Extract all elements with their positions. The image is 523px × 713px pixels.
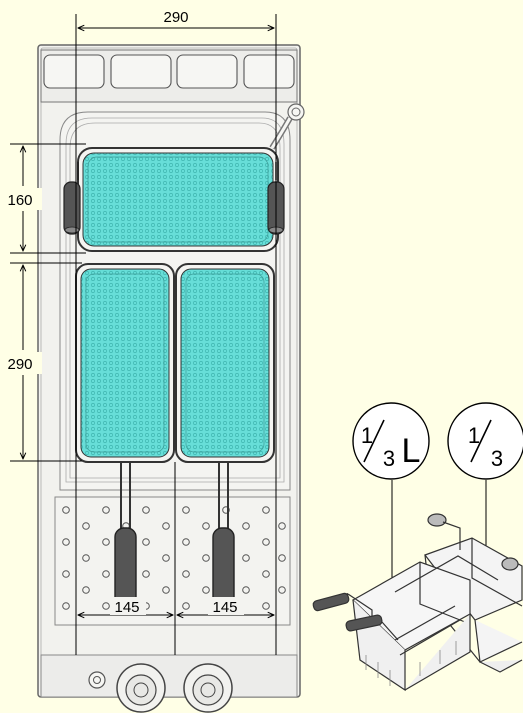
perforation-hole	[62, 538, 70, 546]
callout-numerator: 1	[361, 423, 373, 448]
perforation-hole	[82, 586, 90, 594]
perforation-hole	[142, 570, 150, 578]
perforation-hole	[82, 522, 90, 530]
front-perforated-panel	[54, 496, 291, 626]
basket-handle-left	[114, 462, 137, 611]
top-panel	[40, 49, 298, 103]
dimension-bottom-widths: 145 145	[75, 462, 277, 655]
perforation-hole	[262, 570, 270, 578]
callout-denominator: 3	[383, 446, 395, 471]
callout-small-third: 1 3	[447, 402, 523, 555]
pilot-light-icon	[88, 671, 106, 689]
perforation-hole	[102, 570, 110, 578]
callout-denominator: 3	[491, 446, 503, 471]
perforation-hole	[242, 522, 250, 530]
perforation-hole	[202, 554, 210, 562]
basket-top	[63, 147, 285, 252]
control-knob-icon[interactable]	[183, 663, 233, 713]
perforation-hole	[202, 522, 210, 530]
perforation-hole	[278, 554, 286, 562]
perforation-hole	[142, 506, 150, 514]
perforation-hole	[262, 602, 270, 610]
perforation-hole	[202, 586, 210, 594]
control-knob-icon[interactable]	[116, 663, 166, 713]
perforation-hole	[182, 602, 190, 610]
dimension-label: 145	[114, 599, 139, 616]
dimension-label: 145	[212, 599, 237, 616]
perforation-hole	[278, 522, 286, 530]
dimension-label: 160	[7, 192, 32, 209]
perforation-hole	[162, 522, 170, 530]
perforation-hole	[182, 506, 190, 514]
perforation-hole	[182, 538, 190, 546]
basket-bottom-right	[175, 263, 275, 463]
dimension-left-top-height: 160	[2, 143, 86, 254]
dimension-left-bottom-height: 290	[2, 262, 82, 462]
perforation-hole	[102, 538, 110, 546]
perforation-hole	[142, 538, 150, 546]
dimension-label: 290	[7, 356, 32, 373]
drain-pipe	[269, 103, 305, 150]
perforation-hole	[162, 586, 170, 594]
perforation-hole	[102, 506, 110, 514]
perforation-hole	[242, 586, 250, 594]
perforation-hole	[242, 554, 250, 562]
callout-numerator: 1	[468, 423, 480, 448]
callout-suffix: L	[402, 432, 421, 470]
perforation-hole	[162, 554, 170, 562]
control-panel	[40, 654, 298, 713]
perforation-hole	[62, 602, 70, 610]
perforation-hole	[182, 570, 190, 578]
perforation-hole	[82, 554, 90, 562]
basket-perspective-drawing	[312, 513, 523, 692]
perforation-hole	[278, 586, 286, 594]
dimension-label: 290	[163, 9, 188, 26]
perforation-hole	[262, 506, 270, 514]
perforation-hole	[62, 506, 70, 514]
perforation-hole	[102, 602, 110, 610]
perforation-hole	[222, 506, 230, 514]
perforation-hole	[262, 538, 270, 546]
dimension-top-width: 290	[75, 9, 277, 470]
basket-bottom-left	[75, 263, 175, 463]
perforation-hole	[62, 570, 70, 578]
